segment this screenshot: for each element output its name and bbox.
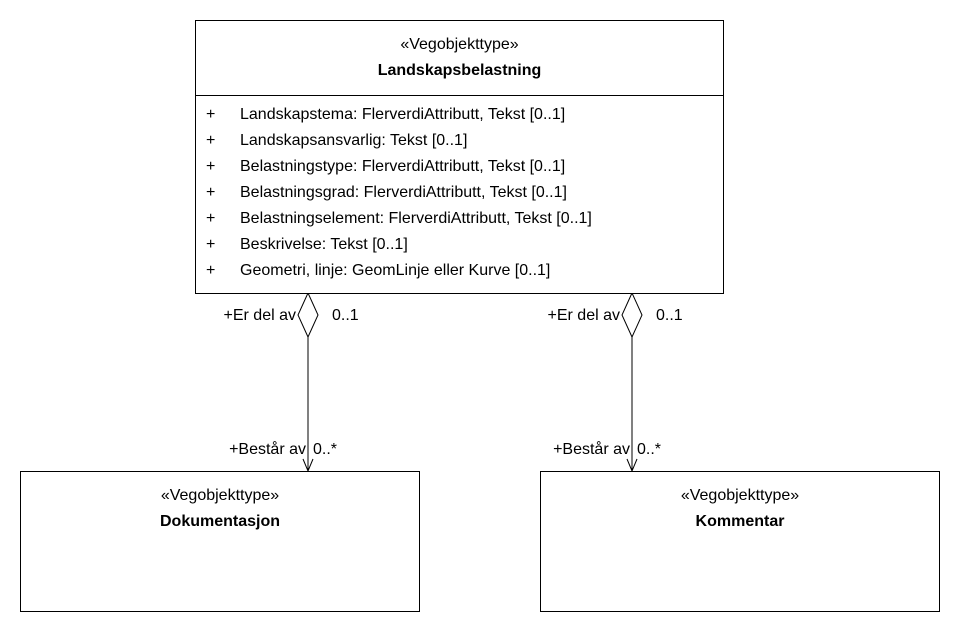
attribute-row: + Belastningselement: FlerverdiAttributt… xyxy=(196,210,723,236)
right-target-multiplicity-label: 0..* xyxy=(637,441,662,458)
attribute-text: Beskrivelse: Tekst [0..1] xyxy=(240,236,408,253)
attribute-row: + Landskapsansvarlig: Tekst [0..1] xyxy=(196,132,723,158)
class-name: Kommentar xyxy=(695,513,785,530)
attribute-row: + Landskapstema: FlerverdiAttributt, Tek… xyxy=(196,106,723,132)
attribute-visibility: + xyxy=(206,132,216,149)
attribute-visibility: + xyxy=(206,106,216,123)
left-aggregation-diamond xyxy=(297,291,319,339)
attribute-row: + Belastningsgrad: FlerverdiAttributt, T… xyxy=(196,184,723,210)
class-kommentar[interactable]: «Vegobjekttype» Kommentar xyxy=(540,471,940,612)
attribute-row: + Geometri, linje: GeomLinje eller Kurve… xyxy=(196,262,723,288)
attribute-visibility: + xyxy=(206,236,216,253)
attribute-text: Belastningsgrad: FlerverdiAttributt, Tek… xyxy=(240,184,567,201)
class-landskapsbelastning[interactable]: «Vegobjekttype» Landskapsbelastning + La… xyxy=(195,20,724,294)
class-stereotype: «Vegobjekttype» xyxy=(160,487,280,504)
attribute-visibility: + xyxy=(206,158,216,175)
class-divider xyxy=(196,95,723,96)
right-target-role-label: +Består av xyxy=(553,441,630,458)
attribute-text: Geometri, linje: GeomLinje eller Kurve [… xyxy=(240,262,551,279)
left-source-multiplicity-label: 0..1 xyxy=(332,307,359,324)
attribute-visibility: + xyxy=(206,262,216,279)
attribute-text: Landskapstema: FlerverdiAttributt, Tekst… xyxy=(240,106,566,123)
class-stereotype: «Vegobjekttype» xyxy=(680,487,800,504)
class-name: Dokumentasjon xyxy=(159,513,280,530)
left-source-role-label: +Er del av xyxy=(223,307,296,324)
attribute-row: + Beskrivelse: Tekst [0..1] xyxy=(196,236,723,262)
attribute-text: Belastningstype: FlerverdiAttributt, Tek… xyxy=(240,158,566,175)
class-stereotype: «Vegobjekttype» xyxy=(400,36,519,53)
right-source-multiplicity-label: 0..1 xyxy=(656,307,683,324)
attribute-visibility: + xyxy=(206,210,216,227)
left-target-role-label: +Består av xyxy=(229,441,306,458)
attribute-row: + Belastningstype: FlerverdiAttributt, T… xyxy=(196,158,723,184)
class-name: Landskapsbelastning xyxy=(377,62,542,79)
right-source-role-label: +Er del av xyxy=(547,307,620,324)
attribute-visibility: + xyxy=(206,184,216,201)
right-aggregation-diamond xyxy=(621,291,643,339)
attribute-text: Belastningselement: FlerverdiAttributt, … xyxy=(240,210,592,227)
left-target-multiplicity-label: 0..* xyxy=(313,441,338,458)
class-dokumentasjon[interactable]: «Vegobjekttype» Dokumentasjon xyxy=(20,471,420,612)
attribute-text: Landskapsansvarlig: Tekst [0..1] xyxy=(240,132,468,149)
